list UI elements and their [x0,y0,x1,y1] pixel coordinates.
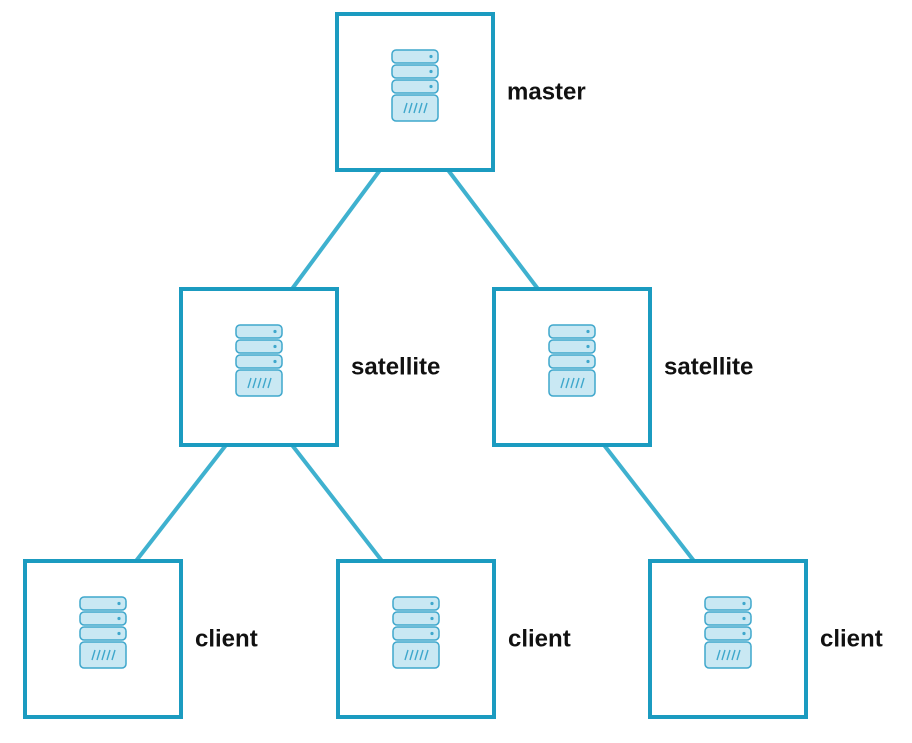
node-label-master: master [507,78,586,105]
edge-master-to-satellite-left [290,168,382,291]
node-label-satellite-right: satellite [664,353,753,380]
node-label-client-2: client [508,625,571,652]
server-rack-icon [235,324,283,397]
node-label-client-3: client [820,625,883,652]
edge-satellite-left-to-client-2 [290,443,384,563]
node-satellite-left: satellite [179,287,440,447]
node-client-3: client [648,559,883,719]
node-client-2: client [336,559,571,719]
edges-layer [134,168,696,563]
server-rack-icon [548,324,596,397]
node-label-client-1: client [195,625,258,652]
node-client-1: client [23,559,258,719]
edge-master-to-satellite-right [446,168,540,291]
node-satellite-right: satellite [492,287,753,447]
server-rack-icon [79,596,127,669]
server-rack-icon [392,596,440,669]
node-box [179,287,339,447]
server-rack-icon [391,49,439,122]
nodes-layer: master satellite satellite client client clie… [23,12,883,719]
node-label-satellite-left: satellite [351,353,440,380]
node-box [23,559,183,719]
edge-satellite-right-to-client-3 [602,443,696,563]
edge-satellite-left-to-client-1 [134,443,228,563]
server-rack-icon [704,596,752,669]
node-master: master [335,12,586,172]
